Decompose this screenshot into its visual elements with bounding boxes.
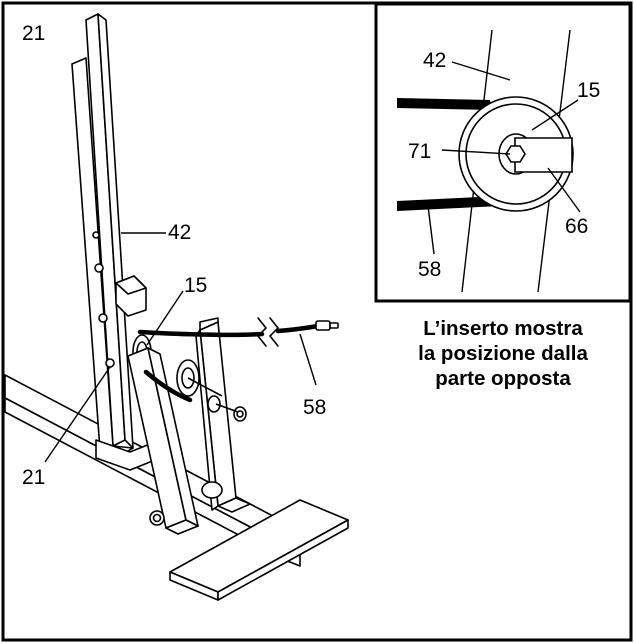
inset-cable-58 (397, 98, 500, 211)
caption-line-3: parte opposta (435, 367, 571, 390)
caption-line-1: L’inserto mostra (423, 317, 583, 340)
inset-label-71: 71 (408, 140, 431, 163)
label-21-top: 21 (22, 22, 45, 45)
label-21-bottom: 21 (22, 466, 45, 489)
lower-pulley (176, 359, 247, 422)
inset-label-66: 66 (565, 215, 588, 238)
pulley-bracket (195, 317, 251, 513)
label-42: 42 (168, 221, 191, 244)
inset-label-42: 42 (423, 49, 446, 72)
foot-pad (169, 499, 349, 601)
label-15: 15 (184, 274, 207, 297)
inset-label-58: 58 (418, 258, 441, 281)
upright-tube-42 (71, 13, 161, 471)
main-assembly-drawing (4, 13, 349, 601)
inset-label-15: 15 (577, 79, 600, 102)
hinge-block (115, 275, 147, 317)
inset-bolt-71 (505, 145, 526, 163)
inset-drawing (397, 29, 581, 293)
leader-lines-inset (427, 61, 581, 255)
inset-caption: L’inserto mostra la posizione dalla part… (380, 316, 626, 391)
caption-line-2: la posizione dalla (418, 342, 588, 365)
cable-end-fitting (315, 320, 339, 331)
label-58: 58 (303, 396, 326, 419)
cable-58 (137, 317, 321, 403)
support-arm (127, 347, 199, 535)
leader-lines-main (44, 232, 317, 463)
